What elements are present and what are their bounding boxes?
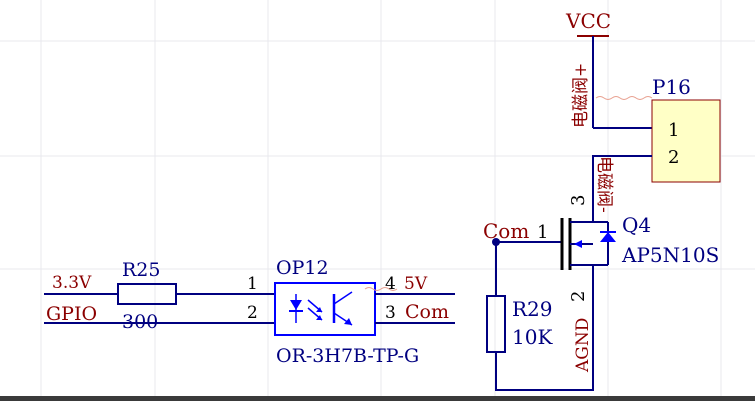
op12-pin-4: 4 bbox=[385, 274, 396, 294]
p16-pin-2: 2 bbox=[668, 147, 679, 168]
bottom-status-strip bbox=[0, 396, 755, 401]
op12-pin-1: 1 bbox=[247, 274, 258, 294]
p16-pin-1: 1 bbox=[668, 120, 679, 141]
net-3v3-label[interactable]: 3.3V bbox=[52, 273, 92, 293]
agnd-label: AGND bbox=[573, 318, 593, 373]
wire-p16-2-q4-drain bbox=[592, 155, 652, 218]
r25-designator: R25 bbox=[122, 259, 160, 281]
q4-part: AP5N10S bbox=[621, 243, 719, 267]
agnd-net[interactable]: AGND bbox=[573, 318, 593, 373]
r25-value: 300 bbox=[122, 311, 158, 333]
net-gpio-label[interactable]: GPIO bbox=[46, 303, 97, 325]
r29-designator: R29 bbox=[512, 297, 553, 321]
mosfet-q4[interactable]: Q4 AP5N10S 1 2 3 bbox=[496, 195, 719, 302]
net-com-label[interactable]: Com bbox=[405, 301, 449, 323]
com-gate-net-label[interactable]: Com bbox=[483, 219, 529, 243]
op12-designator: OP12 bbox=[276, 257, 329, 279]
net-5v-label[interactable]: 5V bbox=[404, 274, 428, 294]
op12-pin-2: 2 bbox=[247, 303, 258, 323]
valve-plus-label: 电磁阀+ bbox=[571, 63, 591, 128]
r29-value: 10K bbox=[512, 325, 553, 349]
valve-plus-net[interactable]: 电磁阀+ bbox=[571, 63, 591, 128]
q4-pin-3: 3 bbox=[568, 195, 589, 206]
valve-minus-net[interactable]: 电磁阀- bbox=[594, 156, 614, 213]
resistor-r25[interactable]: R25 300 bbox=[117, 259, 177, 333]
op12-pin-3: 3 bbox=[385, 303, 396, 323]
optocoupler-op12[interactable]: OP12 OR-3H7B-TP-G 1 2 3 4 bbox=[247, 257, 419, 367]
valve-minus-label: 电磁阀- bbox=[594, 156, 614, 213]
vcc-power-port[interactable]: VCC bbox=[565, 9, 611, 128]
q4-pin-1: 1 bbox=[537, 222, 548, 243]
q4-pin-2: 2 bbox=[568, 291, 589, 302]
p16-designator: P16 bbox=[652, 75, 691, 99]
connector-p16[interactable]: P16 1 2 bbox=[651, 75, 721, 183]
q4-designator: Q4 bbox=[622, 213, 651, 237]
vcc-label: VCC bbox=[565, 9, 611, 33]
valve-plus-squiggle bbox=[595, 96, 653, 100]
resistor-r29[interactable]: R29 10K bbox=[486, 242, 553, 353]
wire-source-agnd bbox=[495, 295, 594, 391]
v5-squiggle bbox=[364, 287, 398, 291]
op12-part: OR-3H7B-TP-G bbox=[276, 345, 419, 367]
